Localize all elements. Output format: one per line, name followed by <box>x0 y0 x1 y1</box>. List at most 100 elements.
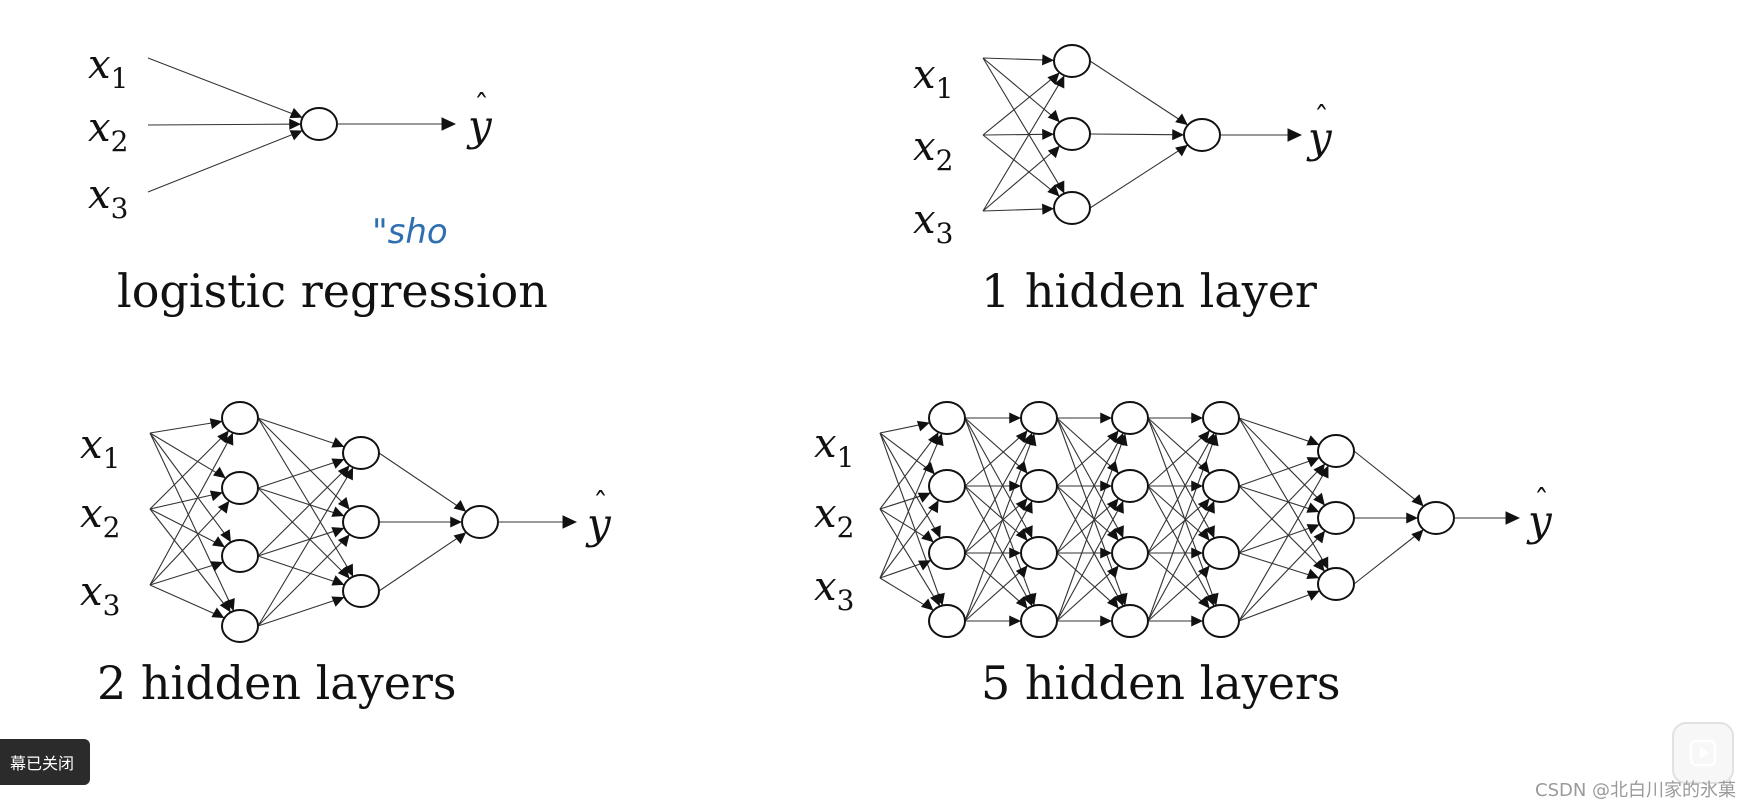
connection <box>257 458 345 489</box>
connection-arrowhead <box>331 458 345 469</box>
connection-arrowhead <box>920 598 934 611</box>
connection-arrowhead <box>331 437 345 448</box>
connection-arrowhead <box>1172 129 1185 141</box>
input-subscript-2: 2 <box>837 511 855 544</box>
subtitle-toggle-button[interactable]: 幕已关闭 <box>0 739 91 785</box>
connection <box>1238 590 1320 622</box>
output-node <box>1183 118 1221 152</box>
connection-arrowhead <box>1100 615 1112 627</box>
connection <box>964 417 1028 475</box>
output-arrowhead <box>1287 128 1302 142</box>
connection <box>1089 133 1185 136</box>
connection <box>879 431 939 510</box>
connection-arrowhead <box>1015 596 1028 609</box>
hidden-node <box>221 539 259 573</box>
hidden-node <box>1053 191 1091 225</box>
connection-arrowhead <box>453 499 467 512</box>
connection-arrowhead <box>1009 412 1021 424</box>
connection <box>964 497 1028 554</box>
input-subscript-3: 3 <box>103 589 121 622</box>
hidden-node <box>221 609 259 643</box>
connection <box>257 555 345 586</box>
input-subscript-3: 3 <box>837 584 855 617</box>
connection <box>1353 450 1424 507</box>
connection-arrowhead <box>1100 412 1112 424</box>
connection-arrowhead <box>1313 558 1325 572</box>
hidden-node <box>1020 604 1058 638</box>
connection <box>1147 565 1211 622</box>
connection-arrowhead <box>289 118 302 130</box>
input-subscript-1: 1 <box>936 72 954 105</box>
connection-arrowhead <box>1191 412 1203 424</box>
hidden-node <box>342 505 380 539</box>
hidden-node <box>1053 44 1091 78</box>
output-node <box>461 505 499 539</box>
output-arrowhead <box>441 117 456 131</box>
connection <box>1238 417 1320 446</box>
connection <box>1238 552 1320 579</box>
input-label-2: x2 <box>88 105 128 158</box>
input-subscript-2: 2 <box>111 125 129 158</box>
hidden-node <box>1202 536 1240 570</box>
connection <box>1353 529 1424 585</box>
connection-arrowhead <box>1204 593 1215 607</box>
connection-arrowhead <box>1042 203 1055 215</box>
connection-arrowhead <box>331 575 345 586</box>
connection-arrowhead <box>1022 593 1033 607</box>
connection-arrowhead <box>1054 75 1065 89</box>
connection-arrowhead <box>1047 109 1060 123</box>
connection-arrowhead <box>1406 512 1418 524</box>
connection-arrowhead <box>932 433 944 447</box>
connection-arrowhead <box>331 596 345 607</box>
connection <box>1147 417 1211 474</box>
connection-arrowhead <box>1022 525 1033 539</box>
connection <box>149 584 225 619</box>
hat-mark: ˆ <box>593 487 608 522</box>
connection <box>1056 430 1120 487</box>
hidden-node <box>928 401 966 435</box>
connection <box>1147 432 1215 554</box>
connection-arrowhead <box>1318 556 1329 570</box>
input-label-3: x3 <box>913 197 953 250</box>
hidden-node <box>1317 567 1355 601</box>
subtitle-toggle-label: 幕已关闭 <box>10 754 75 773</box>
connection-arrowhead <box>1009 615 1021 627</box>
hidden-node <box>1202 401 1240 435</box>
connection <box>964 552 1028 610</box>
input-label-3: x3 <box>88 172 128 225</box>
connection <box>982 72 1060 136</box>
hidden-node <box>1111 469 1149 503</box>
connection <box>964 417 1033 539</box>
connection-arrowhead <box>217 500 230 514</box>
connection <box>147 129 303 193</box>
connection-arrowhead <box>1113 525 1124 539</box>
connection <box>149 432 234 586</box>
connection-arrowhead <box>219 599 231 613</box>
connection-arrowhead <box>1100 547 1112 559</box>
connection <box>1147 497 1210 554</box>
input-subscript-1: 1 <box>111 62 129 95</box>
connection-arrowhead <box>209 418 223 430</box>
watermark: CSDN @北白川家的氷菓 <box>1535 780 1737 801</box>
connection-arrowhead <box>337 497 350 510</box>
input-label-1: x1 <box>913 52 953 105</box>
connection-arrowhead <box>1113 500 1124 514</box>
connection-arrowhead <box>1318 465 1329 479</box>
connection <box>1238 417 1326 506</box>
input-label-2: x2 <box>913 124 953 177</box>
play-button[interactable] <box>1672 722 1734 784</box>
output-label: y <box>466 101 493 150</box>
input-label-3: x3 <box>80 569 120 622</box>
connection <box>964 564 1028 622</box>
connection-arrowhead <box>1306 568 1320 580</box>
connection <box>257 417 350 511</box>
connection-arrowhead <box>916 420 930 432</box>
connection-arrowhead <box>1197 565 1210 579</box>
connection-arrowhead <box>1047 184 1060 197</box>
input-subscript-2: 2 <box>103 511 121 544</box>
connection-arrowhead <box>1411 529 1424 542</box>
connection-arrowhead <box>337 534 350 547</box>
connection <box>1056 552 1120 609</box>
connection-arrowhead <box>1100 480 1112 492</box>
connection <box>257 417 354 577</box>
